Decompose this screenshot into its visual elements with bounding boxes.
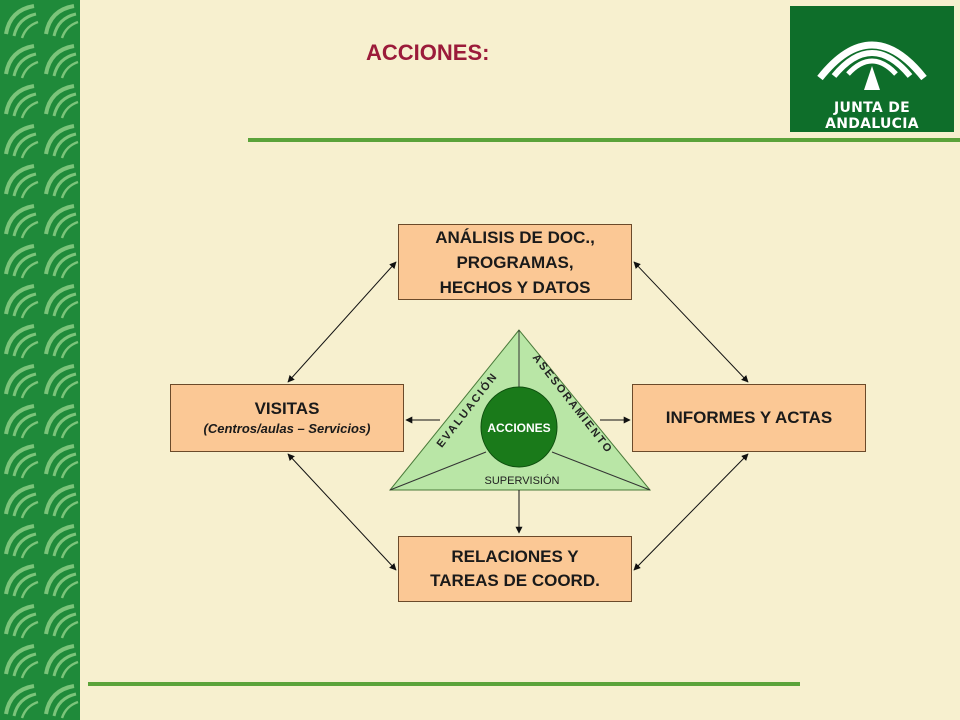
triangle-bottom-label: SUPERVISIÓN bbox=[485, 474, 560, 487]
logo-text: JUNTA DE ANDALUCIA bbox=[825, 100, 919, 132]
relaciones-line-2: TAREAS DE COORD. bbox=[430, 571, 600, 590]
arrow-relaciones-informes bbox=[633, 453, 749, 571]
arrow-visitas-relaciones bbox=[287, 453, 397, 571]
box-analisis: ANÁLISIS DE DOC., PROGRAMAS, HECHOS Y DA… bbox=[398, 224, 632, 300]
box-informes: INFORMES Y ACTAS bbox=[632, 384, 866, 452]
decorative-side-strip bbox=[0, 0, 80, 720]
box-relaciones: RELACIONES Y TAREAS DE COORD. bbox=[398, 536, 632, 602]
analisis-line-3: HECHOS Y DATOS bbox=[439, 277, 591, 297]
top-divider bbox=[248, 138, 960, 142]
arrow-visitas-analisis bbox=[287, 261, 397, 383]
analisis-line-1: ANÁLISIS DE DOC., bbox=[435, 227, 595, 247]
triangle-center-label: ACCIONES bbox=[487, 421, 550, 435]
logo-arcs-icon bbox=[817, 41, 927, 90]
triangle-inner-line-left bbox=[389, 451, 487, 491]
relaciones-line-1: RELACIONES Y bbox=[451, 547, 579, 566]
informes-label: INFORMES Y ACTAS bbox=[665, 408, 833, 427]
junta-de-andalucia-logo: JUNTA DE ANDALUCIA bbox=[790, 6, 954, 132]
slide-title: ACCIONES: bbox=[366, 40, 490, 65]
visitas-title: VISITAS bbox=[254, 399, 320, 418]
bottom-divider bbox=[88, 682, 800, 686]
box-visitas: VISITAS (Centros/aulas – Servicios) bbox=[170, 384, 404, 452]
analisis-line-2: PROGRAMAS, bbox=[456, 252, 574, 272]
acciones-circle bbox=[480, 386, 558, 468]
arrow-analisis-informes bbox=[633, 261, 749, 383]
visitas-subtitle: (Centros/aulas – Servicios) bbox=[203, 421, 371, 436]
